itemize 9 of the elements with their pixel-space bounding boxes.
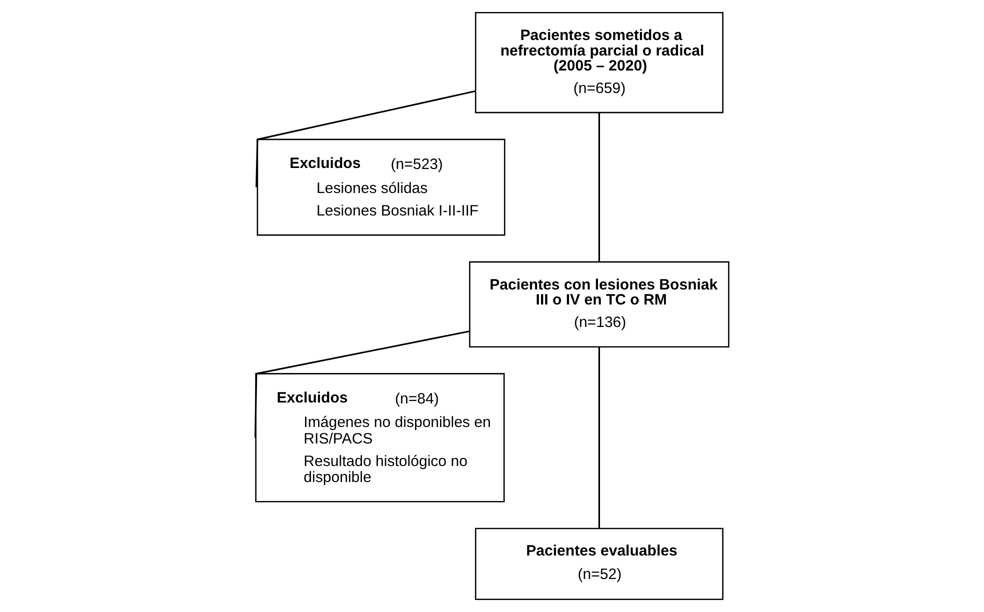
connector: [598, 112, 600, 262]
node-box: Pacientes sometidos a nefrectomía parcial o radical (2005 – 2020) (n=659): [474, 12, 724, 114]
node-box: Excluidos (n=84) Imágenes no disponibles en RIS/PACS Resultado histológico no disponible: [255, 373, 505, 502]
connector: [598, 347, 600, 528]
node-box: Pacientes evaluables (n=52): [474, 528, 724, 600]
node-box: Pacientes con lesiones Bosniak III o IV en TC o RM (n=136): [469, 261, 730, 348]
node-box: Excluidos (n=523) Lesiones sólidas Lesiones Bosniak I-II-IIF: [256, 138, 506, 236]
connector: [254, 330, 470, 438]
connector: [256, 90, 476, 188]
